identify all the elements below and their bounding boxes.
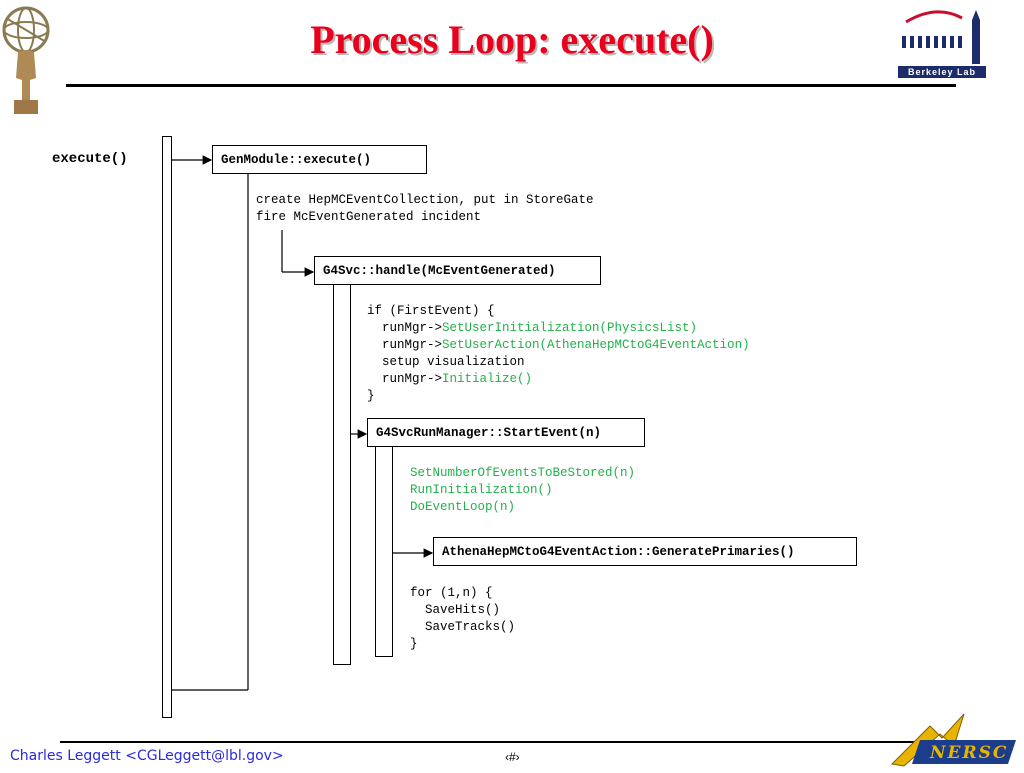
gen-note-line: fire McEventGenerated incident (256, 210, 482, 224)
header-divider (66, 84, 956, 87)
genmodule-execute-box: GenModule::execute() (212, 145, 427, 174)
footer-divider (60, 741, 940, 743)
code-call: Initialize() (442, 372, 533, 386)
runmanager-lifeline (375, 446, 393, 657)
code-prefix: runMgr-> (367, 321, 443, 335)
atlas-logo (0, 0, 52, 118)
nersc-text: NERSC (930, 743, 1009, 763)
code-line: SaveTracks() (410, 620, 516, 634)
gen-note-line: create HepMCEventCollection, put in Stor… (256, 193, 594, 207)
execute-label: execute() (52, 151, 128, 167)
generate-primaries-box: AthenaHepMCtoG4EventAction::GeneratePrim… (433, 537, 857, 566)
atlas-figure-icon (2, 6, 50, 114)
g4svc-lifeline (333, 284, 351, 665)
footer-author: Charles Leggett <CGLeggett@lbl.gov> (10, 748, 284, 764)
page-number: ‹#› (505, 750, 520, 764)
code-prefix: runMgr-> (367, 338, 443, 352)
g4svc-handle-box: G4Svc::handle(McEventGenerated) (314, 256, 601, 285)
code-call: RunInitialization() (410, 483, 553, 497)
berkeley-lab-logo: Berkeley Lab (896, 6, 988, 80)
code-call: SetUserInitialization(PhysicsList) (442, 321, 698, 335)
runmanager-startevent-box: G4SvcRunManager::StartEvent(n) (367, 418, 645, 447)
code-line: setup visualization (367, 355, 525, 369)
code-line: for (1,n) { (410, 586, 493, 600)
save-loop-block: for (1,n) { SaveHits() SaveTracks() } (410, 585, 515, 653)
genmodule-notes: create HepMCEventCollection, put in Stor… (256, 192, 594, 226)
code-call: SetUserAction(AthenaHepMCtoG4EventAction… (442, 338, 750, 352)
code-line: } (367, 389, 375, 403)
code-line: } (410, 637, 418, 651)
code-line: if (FirstEvent) { (367, 304, 495, 318)
code-line: SaveHits() (410, 603, 501, 617)
code-prefix: runMgr-> (367, 372, 443, 386)
start-event-calls: SetNumberOfEventsToBeStored(n) RunInitia… (410, 465, 635, 516)
first-event-block: if (FirstEvent) { runMgr->SetUserInitial… (367, 303, 750, 405)
execute-lifeline (162, 136, 172, 718)
page-title: Process Loop: execute() (310, 17, 714, 62)
nersc-icon (890, 713, 1016, 767)
berkeley-lab-text: Berkeley Lab (907, 67, 977, 77)
nersc-logo: NERSC (890, 706, 1020, 768)
berkeley-lab-icon (898, 10, 986, 78)
code-call: SetNumberOfEventsToBeStored(n) (410, 466, 636, 480)
code-call: DoEventLoop(n) (410, 500, 516, 514)
